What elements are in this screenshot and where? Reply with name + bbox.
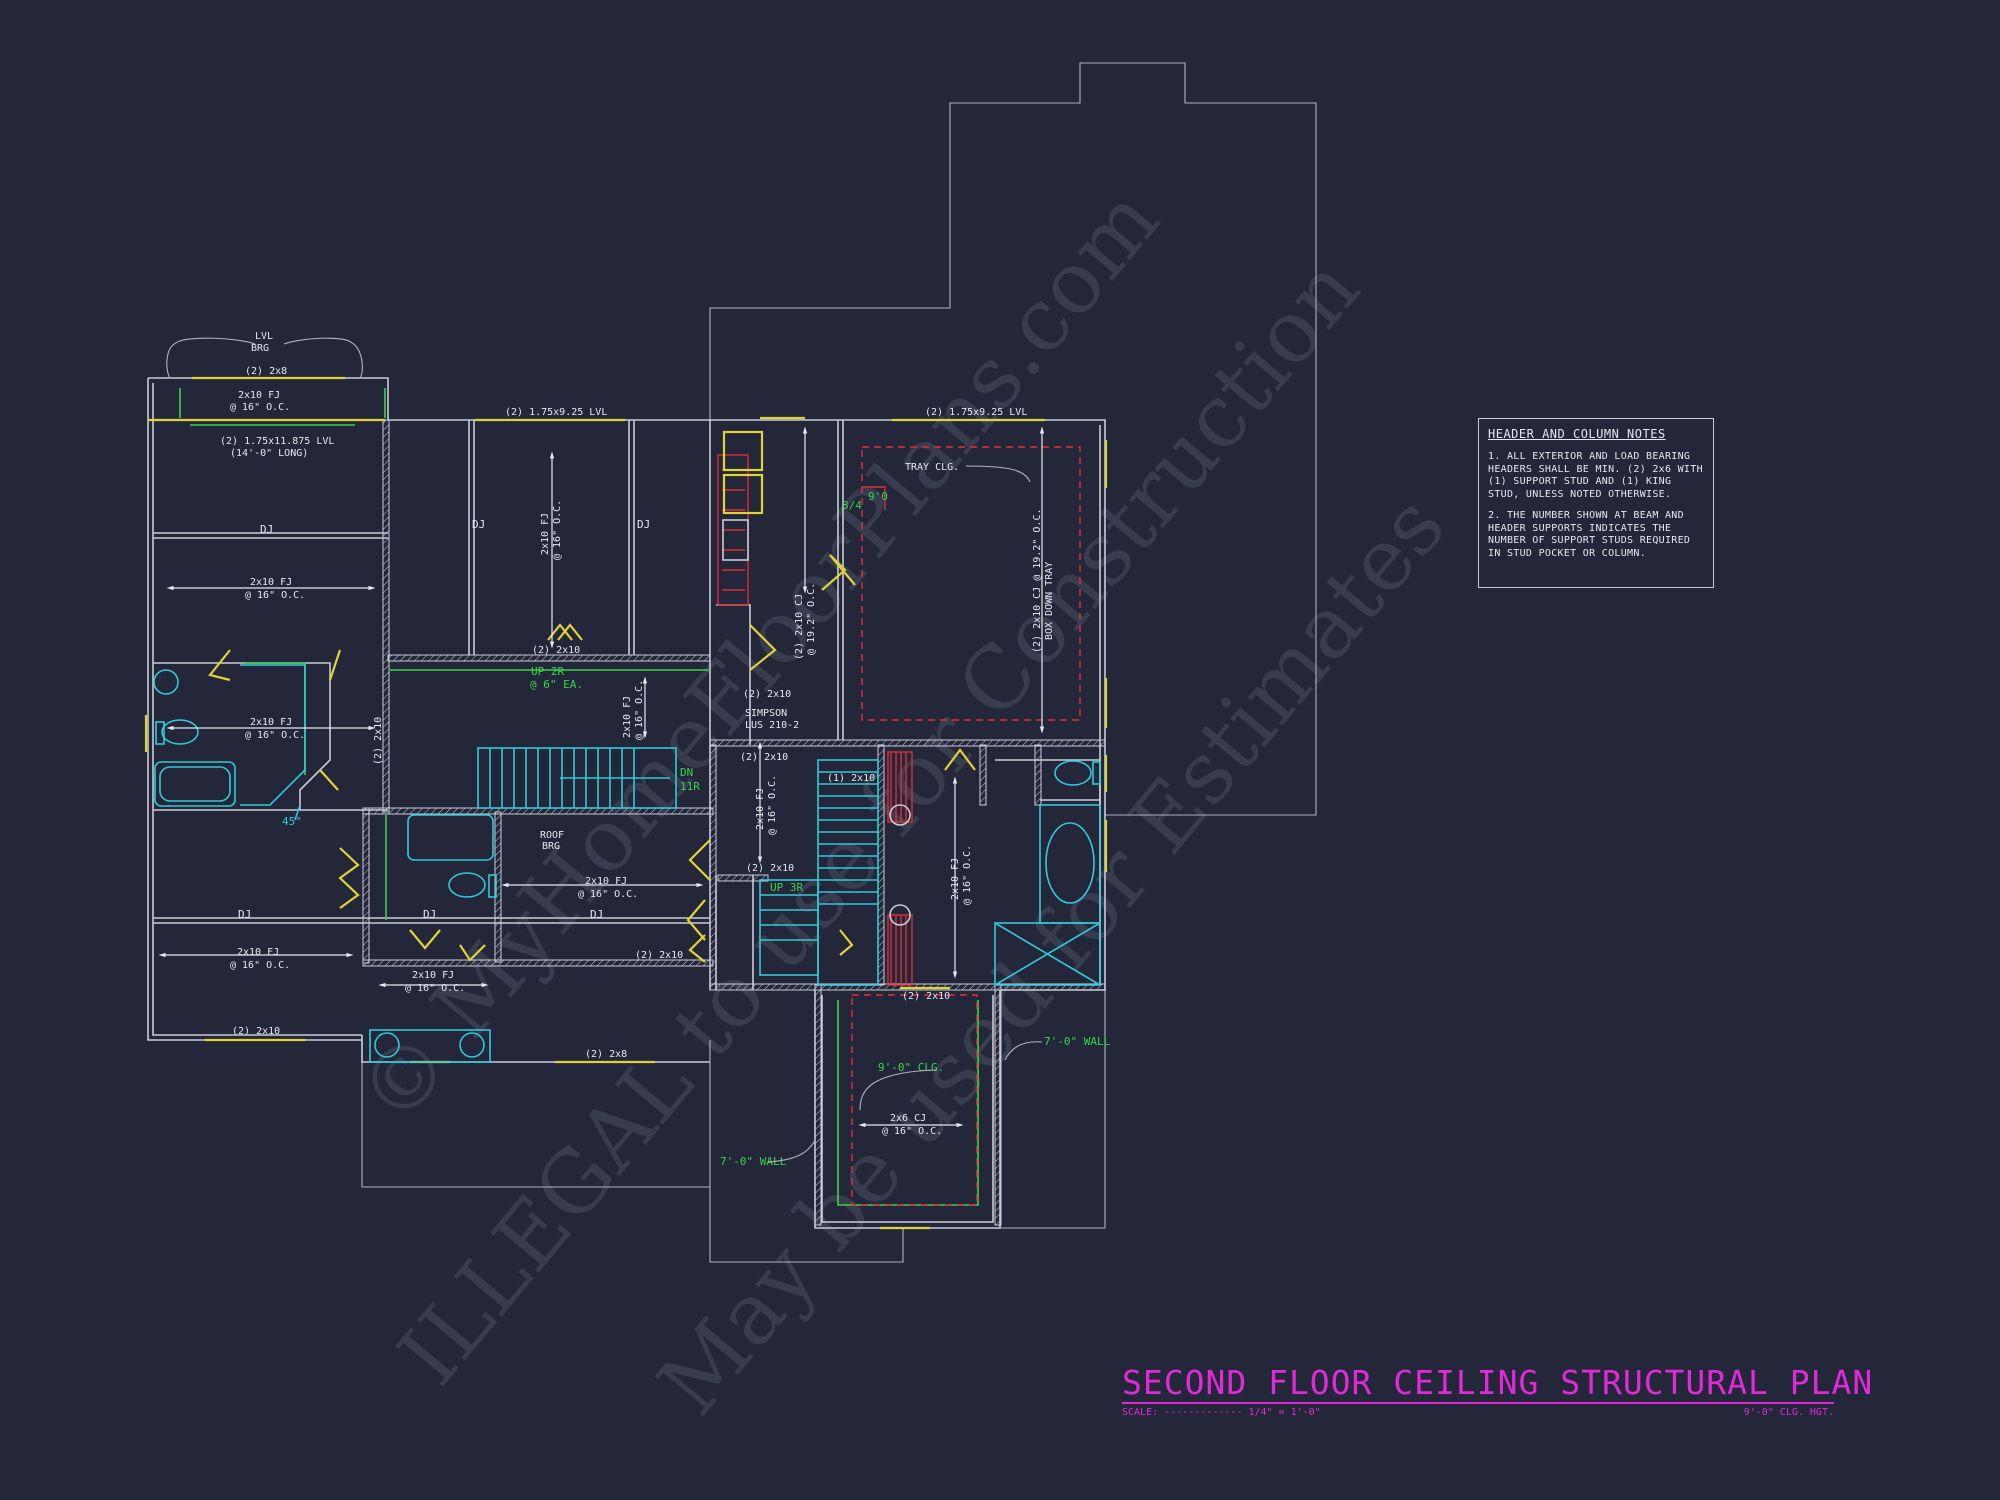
label-h-2x10-c: (2) 2x10 xyxy=(740,752,788,763)
label-h-2x10-g: (2) 2x10 xyxy=(232,1026,280,1037)
label-fj-closet: 2x10 FJ xyxy=(412,970,454,981)
label-tray-ht: 9'0 xyxy=(868,490,888,503)
label-lvl: LVL xyxy=(255,331,273,342)
label-fj-master: 2x10 FJ xyxy=(950,858,961,900)
label-fj-hall-oc: @ 16" O.C. xyxy=(767,775,778,835)
fixtures xyxy=(153,664,1101,1063)
ceiling-height: 9'-0" CLG. HGT. xyxy=(1743,1407,1834,1418)
label-lus: LUS 210-2 xyxy=(745,720,799,731)
label-fj-stair: 2x10 FJ xyxy=(622,696,633,738)
label-h-2x10-v: (2) 2x10 xyxy=(373,717,384,765)
label-wall-7b: 7'-0" WALL xyxy=(1044,1035,1111,1048)
label-lvl-1875: (2) 1.75x11.875 LVL xyxy=(220,436,334,447)
label-simpson: SIMPSON xyxy=(745,708,787,719)
label-fj-left1: 2x10 FJ xyxy=(250,577,292,588)
label-at-6-ea: @ 6" EA. xyxy=(530,678,583,691)
label-h-2x10-a: (2) 2x10 xyxy=(532,645,580,656)
stairs xyxy=(477,430,913,986)
label-fj-hall: 2x10 FJ xyxy=(755,788,766,830)
label-h-2x8-b: (2) 2x8 xyxy=(585,1049,627,1060)
label-fj-stair-oc: @ 16" O.C. xyxy=(634,680,645,740)
scale-row: SCALE: ------------- 1/4" = 1'-0" xyxy=(1122,1407,1321,1418)
label-dj-5: DJ xyxy=(423,908,436,921)
label-tray-ht2: 8/4 xyxy=(842,499,862,512)
label-h-2x10-h: (2) 2x10 xyxy=(902,991,950,1002)
label-up-3r: UP 3R xyxy=(770,881,803,894)
label-dj-1: DJ xyxy=(260,523,273,536)
label-fj-closet-oc: @ 16" O.C. xyxy=(405,983,465,994)
label-lvl-925-a: (2) 1.75x9.25 LVL xyxy=(505,407,607,418)
label-dj-4: DJ xyxy=(238,908,251,921)
title-block: SECOND FLOOR CEILING STRUCTURAL PLAN SCA… xyxy=(1122,1363,1874,1418)
label-up-2r: UP 2R xyxy=(531,665,564,678)
label-cj-mid: (2) 2x10 CJ xyxy=(794,594,805,660)
plan-labels: LVL BRG (2) 2x8 2x10 FJ @ 16" O.C. (2) 1… xyxy=(220,331,1111,1168)
label-h-2x10-b: (2) 2x10 xyxy=(743,689,791,700)
label-h-2x10-e: (2) 2x10 xyxy=(746,863,794,874)
label-fj-top-oc: @ 16" O.C. xyxy=(230,402,290,413)
note-item-2: 2. THE NUMBER SHOWN AT BEAM AND HEADER S… xyxy=(1488,510,1691,559)
label-brg: BRG xyxy=(251,343,269,354)
label-wall-7a: 7'-0" WALL xyxy=(720,1155,787,1168)
scale-value: 1/4" = 1'-0" xyxy=(1248,1407,1321,1418)
label-tray: TRAY CLG. xyxy=(905,462,959,473)
label-cj-2x6: 2x6 CJ xyxy=(890,1113,926,1124)
roof-outline xyxy=(361,62,1317,1263)
label-h-2x10-f: (2) 2x10 xyxy=(635,950,683,961)
label-fj-bath: 2x10 FJ xyxy=(250,717,292,728)
label-cj-2x6-oc: @ 16" O.C. xyxy=(882,1126,942,1137)
label-fj-center: 2x10 FJ xyxy=(585,876,627,887)
tray-ceiling xyxy=(851,446,1081,1206)
label-h-2x10-d: (1) 2x10 xyxy=(827,773,875,784)
scale-label: SCALE: xyxy=(1122,1407,1159,1418)
label-dj-6: DJ xyxy=(590,908,603,921)
label-angle: 45° xyxy=(282,815,302,828)
green-annotations xyxy=(179,388,979,1206)
label-fj-center-oc: @ 16" O.C. xyxy=(578,889,638,900)
label-dj-3: DJ xyxy=(637,518,650,531)
label-h-2x8-top: (2) 2x8 xyxy=(245,366,287,377)
label-fj-left2-oc: @ 16" O.C. xyxy=(230,960,290,971)
label-fj-bath-oc: @ 16" O.C. xyxy=(245,730,305,741)
label-cj-v: (2) 2x10 CJ @ 19.2" O.C. xyxy=(1032,509,1043,654)
notes-heading: HEADER AND COLUMN NOTES xyxy=(1488,427,1666,441)
label-lvl-1875-len: (14'-0" LONG) xyxy=(230,448,308,459)
label-dn: DN xyxy=(680,766,693,779)
label-fj-left1-oc: @ 16" O.C. xyxy=(245,590,305,601)
label-fj-left2: 2x10 FJ xyxy=(237,947,279,958)
plan-title: SECOND FLOOR CEILING STRUCTURAL PLAN xyxy=(1122,1363,1874,1404)
label-dn-r: 11R xyxy=(680,780,700,793)
note-item-1: 1. ALL EXTERIOR AND LOAD BEARING HEADERS… xyxy=(1488,451,1703,500)
label-cj-mid-oc: @ 19.2" O.C. xyxy=(806,583,817,655)
label-fj-mid-v: 2x10 FJ xyxy=(540,513,551,555)
watermark: © MyHomeFloorPlans.com ILLEGAL to use fo… xyxy=(339,171,1464,1434)
label-roof-brg: BRG xyxy=(542,841,560,852)
label-lvl-925-b: (2) 1.75x9.25 LVL xyxy=(925,407,1027,418)
span-arrows xyxy=(158,337,1045,1128)
label-roof: ROOF xyxy=(540,830,564,841)
label-dj-2: DJ xyxy=(472,518,485,531)
label-fj-mid-v-oc: @ 16" O.C. xyxy=(552,500,563,560)
label-box-down: BOX DOWN TRAY xyxy=(1044,562,1055,640)
label-fj-master-oc: @ 16" O.C. xyxy=(962,845,973,905)
header-column-notes: HEADER AND COLUMN NOTES 1. ALL EXTERIOR … xyxy=(1478,418,1714,588)
label-fj-top: 2x10 FJ xyxy=(238,390,280,401)
